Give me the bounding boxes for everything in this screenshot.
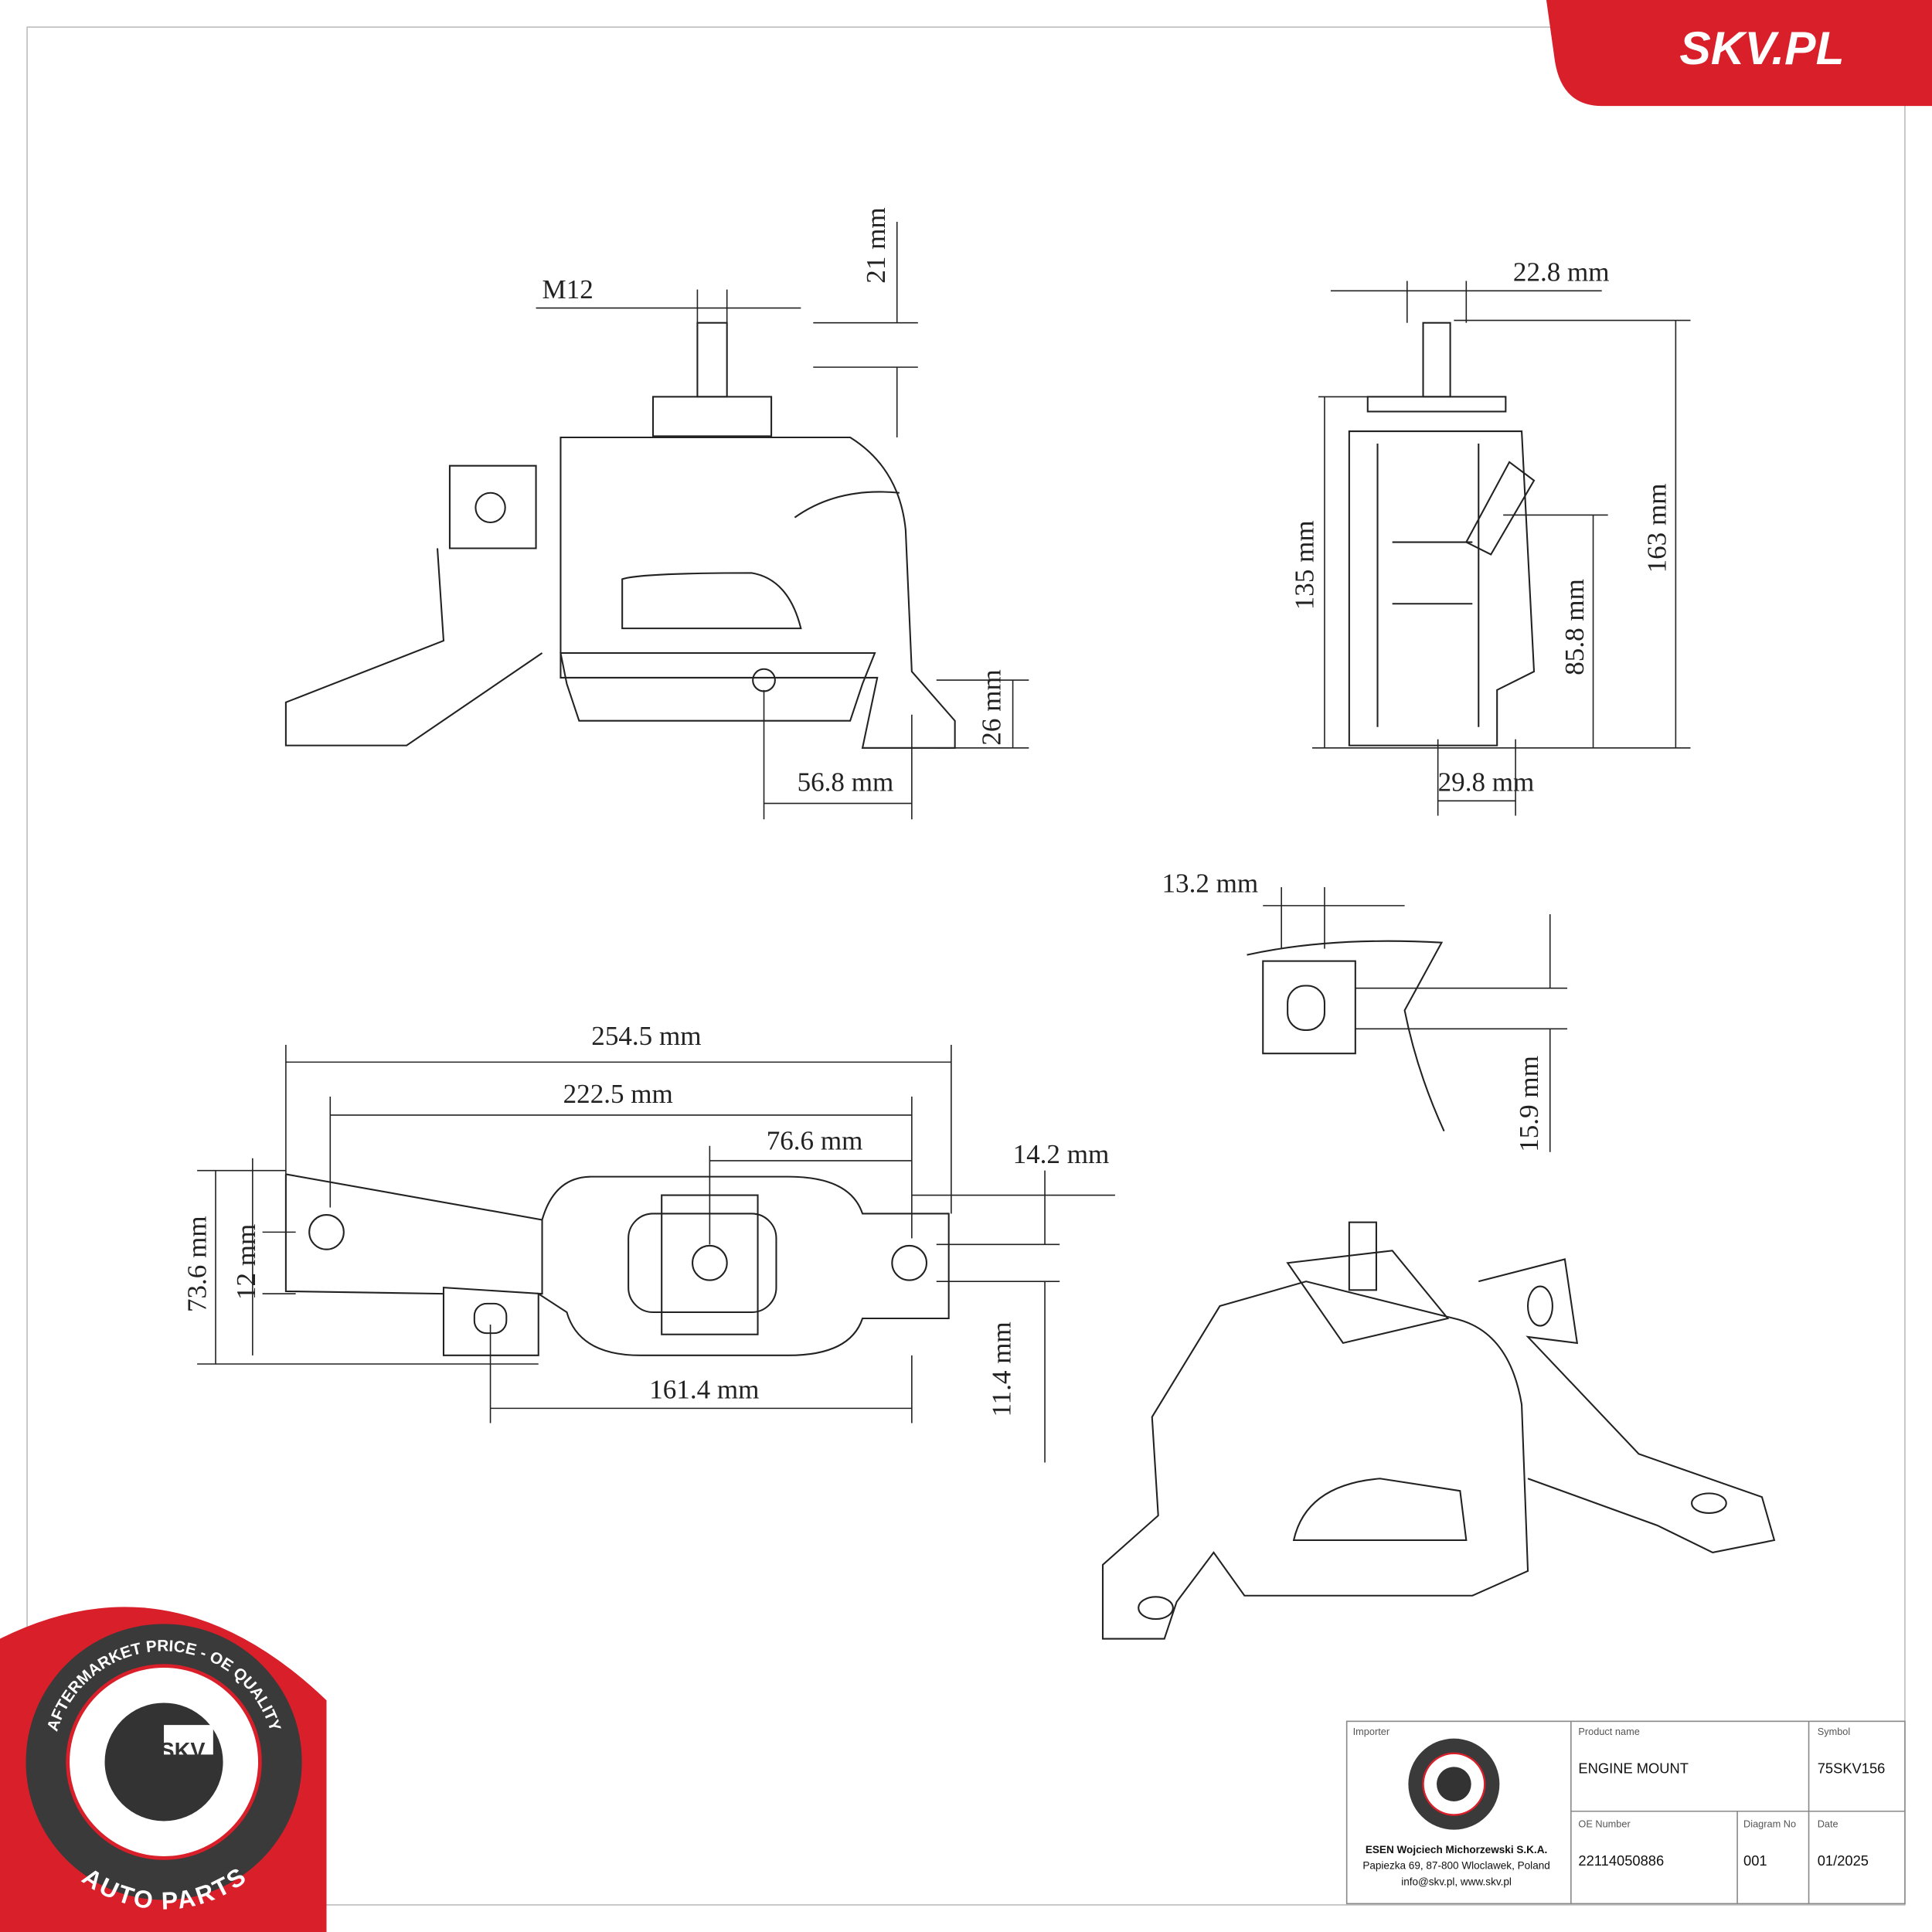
diagram-no-label: Diagram No bbox=[1743, 1818, 1796, 1829]
sheet-border bbox=[26, 26, 1906, 1906]
dim-center-height: 85.8 mm bbox=[1560, 579, 1590, 675]
dim-total-height: 163 mm bbox=[1642, 483, 1672, 573]
top-view-drawing bbox=[284, 1173, 950, 1356]
dim-offset-front: 56.8 mm bbox=[798, 767, 894, 798]
importer-seal-logo bbox=[1408, 1738, 1500, 1830]
dim-offset-side: 29.8 mm bbox=[1438, 767, 1535, 798]
importer-contact: info@skv.pl, www.skv.pl bbox=[1401, 1876, 1512, 1887]
symbol-label: Symbol bbox=[1818, 1726, 1851, 1737]
dim-body-height: 135 mm bbox=[1290, 520, 1320, 610]
product-name: ENGINE MOUNT bbox=[1578, 1760, 1689, 1776]
dim-stud-width-side: 22.8 mm bbox=[1513, 257, 1610, 287]
title-block: Importer ESEN Wojciech Michorzewski S.K.… bbox=[1345, 1720, 1906, 1905]
dim-stud-to-hole: 76.6 mm bbox=[767, 1126, 863, 1156]
dim-overall-width: 73.6 mm bbox=[182, 1216, 212, 1312]
oe-number-label: OE Number bbox=[1578, 1818, 1631, 1829]
dim-detail-height: 15.9 mm bbox=[1514, 1056, 1544, 1152]
symbol-value: 75SKV156 bbox=[1818, 1760, 1886, 1776]
front-view-drawing bbox=[284, 321, 956, 749]
dim-hole-distance: 222.5 mm bbox=[563, 1079, 673, 1109]
importer-name: ESEN Wojciech Michorzewski S.K.A. bbox=[1366, 1844, 1547, 1855]
dim-thread: M12 bbox=[543, 274, 594, 304]
side-view-dimensions: 22.8 mm 163 mm 135 mm 85.8 mm 29.8 mm bbox=[1290, 257, 1691, 816]
dim-stud-height: 21 mm bbox=[861, 207, 891, 283]
brand-logo: SKV.PL bbox=[1546, 0, 1932, 107]
side-view-drawing bbox=[1348, 321, 1536, 747]
dim-hole-diameter: 12 mm bbox=[231, 1224, 261, 1300]
date-label: Date bbox=[1818, 1818, 1838, 1829]
dim-foot-height: 26 mm bbox=[977, 669, 1007, 745]
isometric-view-drawing bbox=[1101, 1221, 1776, 1640]
front-view-dimensions: M12 21 mm 56.8 mm 26 mm bbox=[536, 207, 1029, 820]
detail-view: 13.2 mm 15.9 mm bbox=[1162, 868, 1568, 1152]
brand-logo-text: SKV.PL bbox=[1679, 22, 1844, 74]
importer-label: Importer bbox=[1353, 1726, 1390, 1737]
date-value: 01/2025 bbox=[1818, 1852, 1869, 1869]
importer-address: Papiezka 69, 87-800 Wloclawek, Poland bbox=[1362, 1860, 1549, 1872]
dim-hole-spacing: 11.4 mm bbox=[986, 1321, 1016, 1417]
dim-overall-length: 254.5 mm bbox=[591, 1021, 701, 1051]
dim-lower-length: 161.4 mm bbox=[649, 1375, 759, 1405]
dim-detail-width: 13.2 mm bbox=[1162, 868, 1259, 898]
seal-center-text: SKV bbox=[159, 1739, 205, 1764]
product-name-label: Product name bbox=[1578, 1726, 1639, 1737]
skv-seal-logo: SKV AFTERMARKET PRICE - OE QUALITY AUTO … bbox=[0, 1607, 327, 1932]
diagram-no: 001 bbox=[1743, 1852, 1767, 1869]
top-view-dimensions: 254.5 mm 222.5 mm 76.6 mm 14.2 mm 73.6 m… bbox=[182, 1021, 1115, 1463]
oe-number: 22114050886 bbox=[1578, 1852, 1664, 1869]
dim-hole-offset: 14.2 mm bbox=[1013, 1139, 1110, 1169]
